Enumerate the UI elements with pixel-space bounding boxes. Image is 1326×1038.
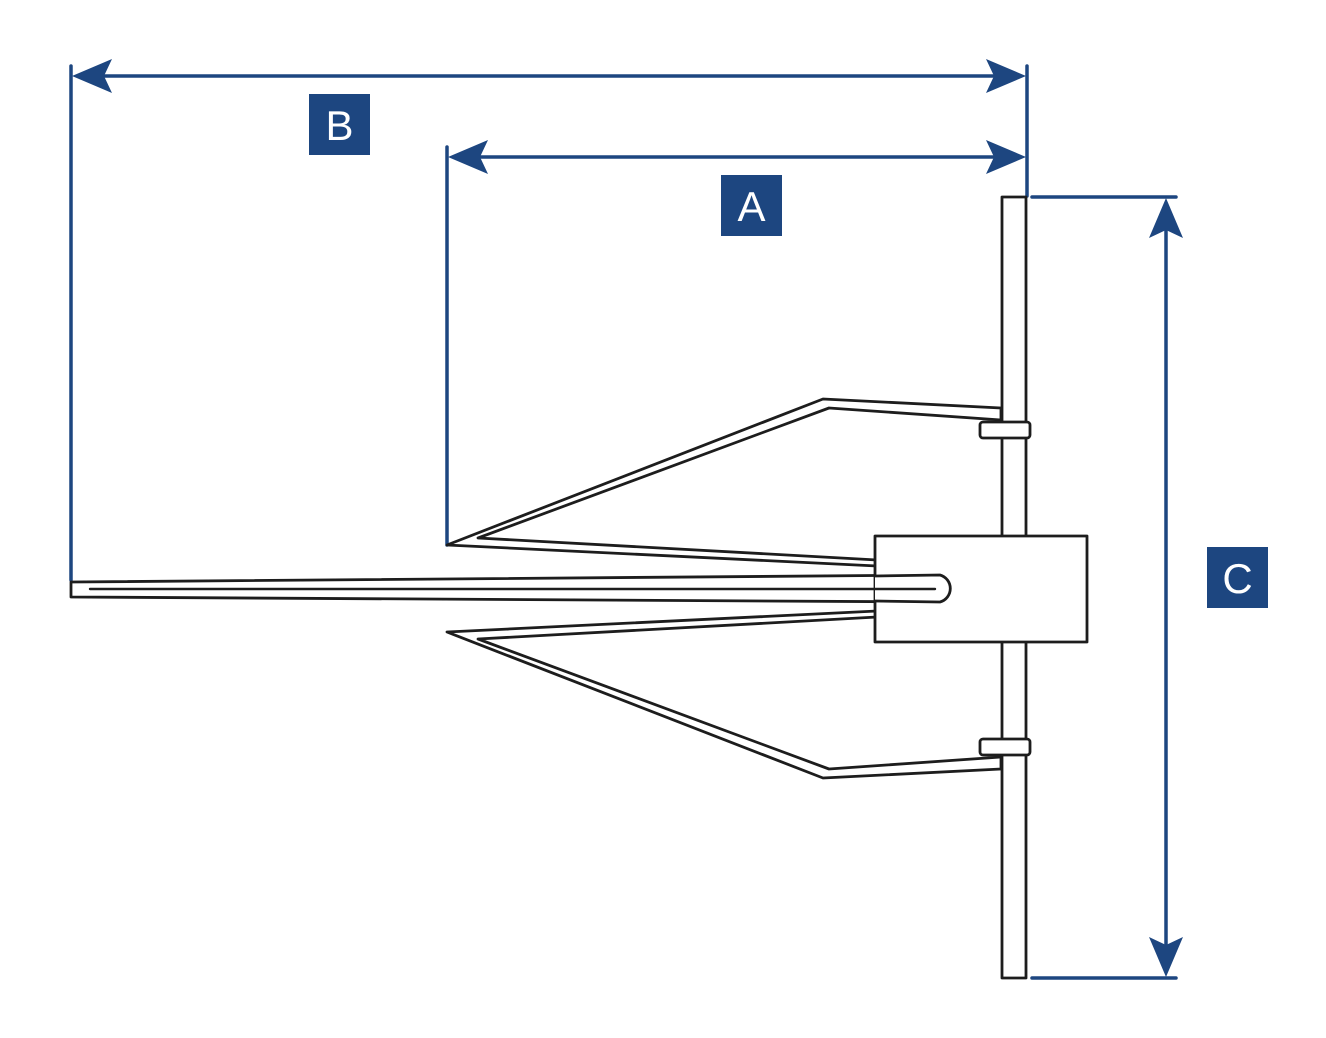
dimension-a-label: A — [737, 183, 765, 230]
dimension-c: C — [1030, 195, 1268, 980]
dimension-a: A — [445, 140, 1026, 547]
anchor-drawing — [69, 195, 1089, 980]
dimension-a-arrow-left — [448, 140, 488, 174]
anchor-stock-collar-lower — [978, 737, 1032, 757]
dimension-b: B — [69, 59, 1029, 582]
anchor-stock-collar-upper — [978, 420, 1032, 440]
dimension-b-label: B — [325, 102, 353, 149]
dimension-c-arrow-bottom — [1149, 937, 1183, 977]
dimension-c-label: C — [1222, 555, 1252, 602]
dimension-b-label-box — [309, 94, 370, 155]
dimension-b-arrow-right — [986, 59, 1026, 93]
dimension-b-arrow-left — [72, 59, 112, 93]
dimension-a-arrow-right — [986, 140, 1026, 174]
dimension-c-arrow-top — [1149, 198, 1183, 238]
dimension-c-label-box — [1207, 547, 1268, 608]
dimension-a-label-box — [721, 175, 782, 236]
